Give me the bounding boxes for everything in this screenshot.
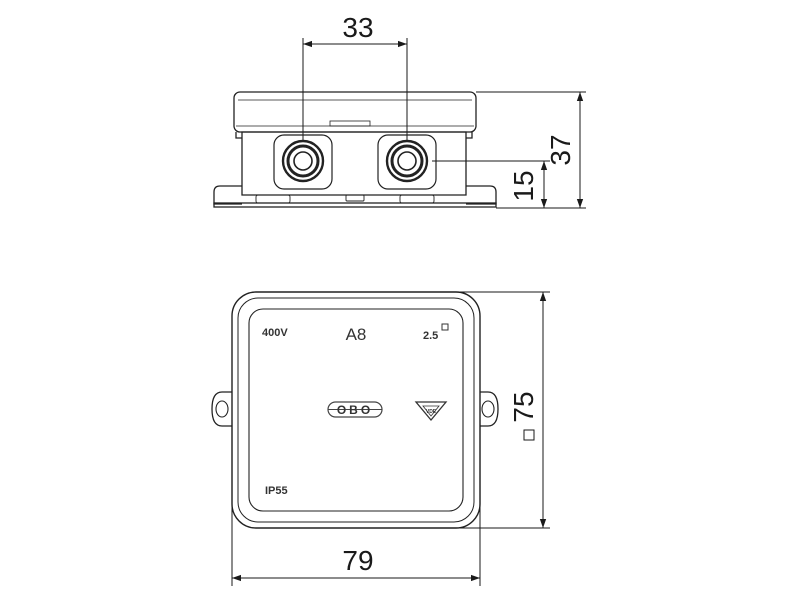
voltage-marking: 400V <box>262 327 288 339</box>
brand-logo-text: OBO <box>337 403 373 417</box>
dimension-79-label: 79 <box>342 545 373 576</box>
body-step <box>235 132 473 139</box>
side-view-dimensions <box>302 38 586 209</box>
dimension-15-label: 15 <box>508 170 539 201</box>
approval-mark-text: VDE <box>426 409 437 415</box>
box-body <box>241 131 467 196</box>
model-marking: A8 <box>346 325 367 344</box>
right-mounting-flange <box>466 185 497 205</box>
dimension-75-label: 75 <box>508 391 539 422</box>
side-view <box>213 91 497 208</box>
plan-inner-outline <box>248 308 464 512</box>
cross-section-square-icon <box>441 323 449 331</box>
obo-logo-icon: OBO <box>327 401 383 418</box>
left-mounting-flange <box>213 185 242 205</box>
base-feet <box>255 194 435 204</box>
square-symbol-icon <box>523 429 535 441</box>
base-strip <box>213 202 497 208</box>
dimension-37-label: 37 <box>545 134 576 165</box>
right-mounting-ear <box>476 391 499 427</box>
plan-middle-outline <box>237 297 475 523</box>
cable-gland-right <box>377 134 437 190</box>
dimension-33-label: 33 <box>342 12 373 43</box>
cable-gland-left <box>273 134 333 190</box>
cross-section-marking: 2.5 <box>423 330 438 342</box>
lid <box>233 91 477 133</box>
plan-view-dimensions <box>231 291 550 586</box>
vde-mark-icon: VDE <box>414 401 448 422</box>
protection-marking: IP55 <box>265 485 288 497</box>
lid-latch <box>329 120 371 127</box>
left-mounting-ear <box>211 391 238 427</box>
